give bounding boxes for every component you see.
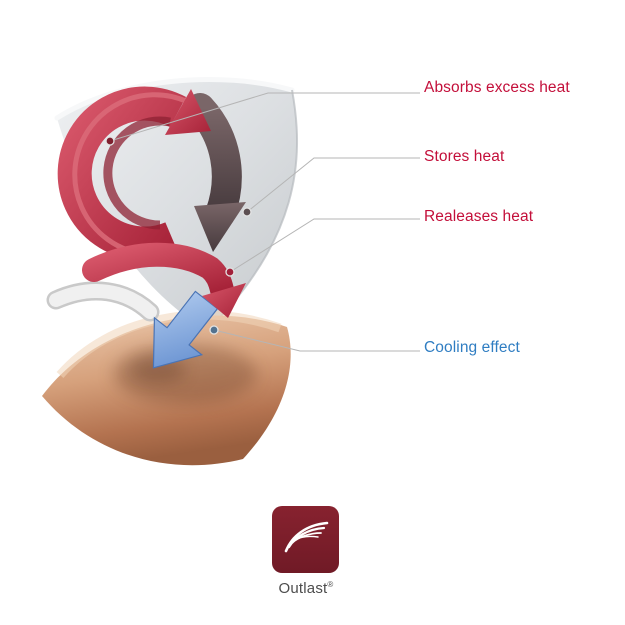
label-absorbs-heat: Absorbs excess heat <box>424 79 570 96</box>
label-stores-heat: Stores heat <box>424 148 505 165</box>
release-heat-arrow <box>82 242 246 318</box>
marker-dot-cooling <box>209 325 219 335</box>
leader-line-cooling <box>213 329 420 352</box>
skin-layer <box>42 310 291 466</box>
cooling-arrow <box>152 290 219 369</box>
marker-dot-stores <box>242 207 252 217</box>
leader-line-stores <box>246 157 420 213</box>
leader-line-absorbs <box>109 92 420 142</box>
leader-lines <box>109 92 420 352</box>
brand-name: Outlast <box>278 580 328 597</box>
logo-swoosh-icon <box>284 521 329 553</box>
outlast-wordmark: Outlast® <box>245 580 367 597</box>
marker-dots <box>105 136 252 335</box>
white-tube-arrow <box>46 281 160 322</box>
leader-line-releases <box>229 218 420 273</box>
label-cooling-effect: Cooling effect <box>424 339 520 356</box>
registered-mark: ® <box>327 580 334 589</box>
store-heat-arrow <box>185 93 246 252</box>
absorb-heat-ring-arrow <box>57 86 211 261</box>
outlast-logo-mark <box>272 506 339 573</box>
marker-dot-absorbs <box>105 136 115 146</box>
label-releases-heat: Realeases heat <box>424 208 534 225</box>
marker-dot-releases <box>225 267 235 277</box>
